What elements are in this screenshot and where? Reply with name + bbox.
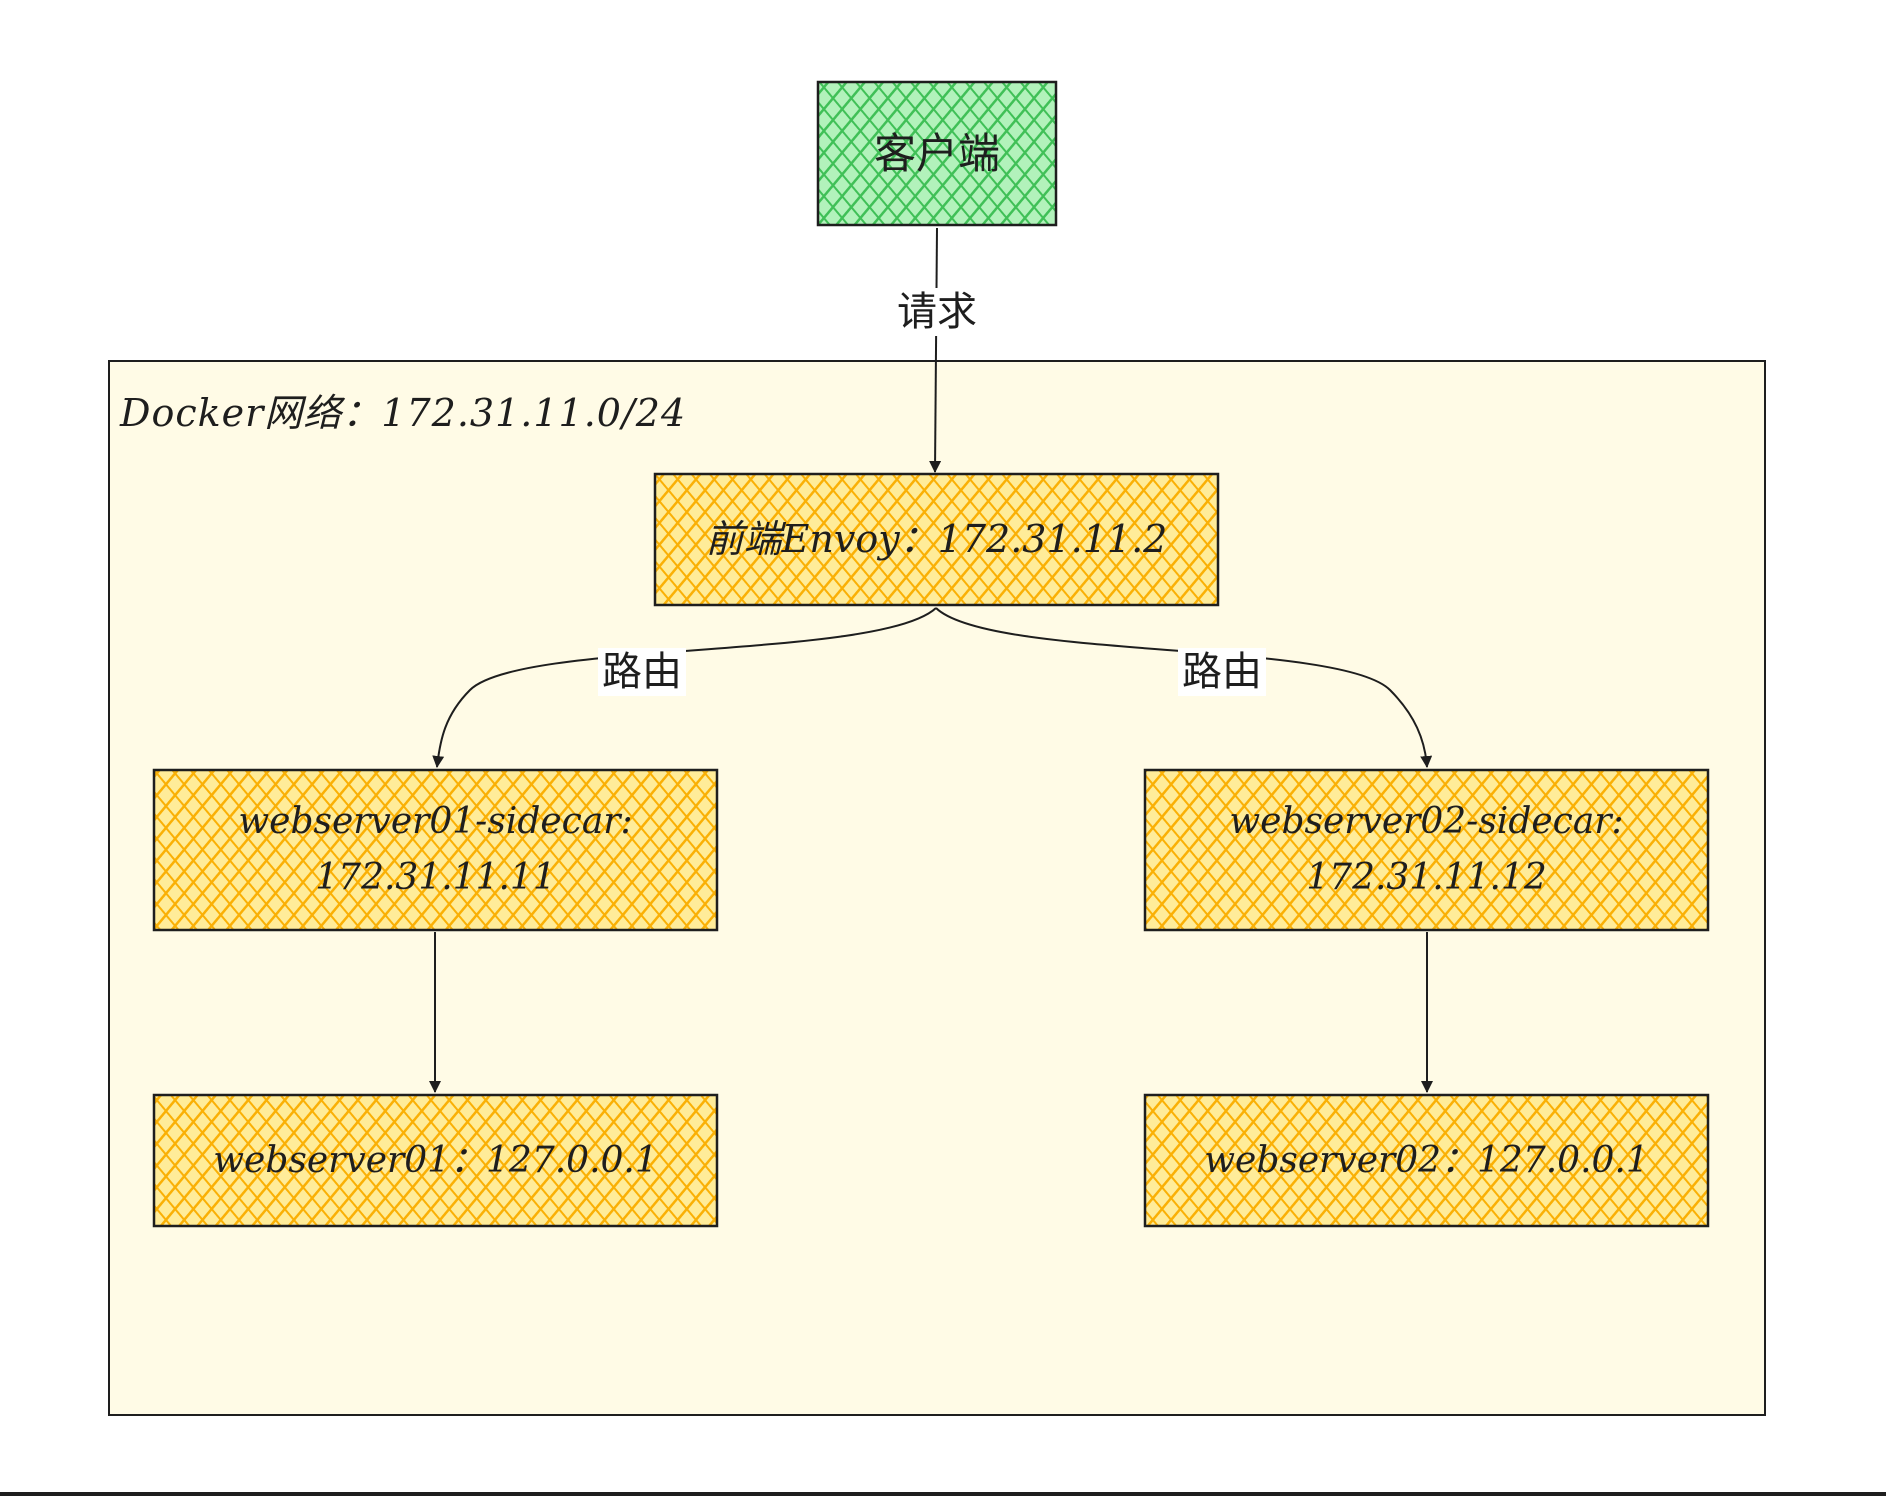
- server2-label-text: webserver02：127.0.0.1: [1204, 1139, 1649, 1181]
- envoy-node[interactable]: [653, 472, 1220, 607]
- server2-label: webserver02：127.0.0.1: [1145, 1095, 1708, 1226]
- edge-route1: [432, 607, 937, 768]
- edge-request-label: 请求: [893, 288, 981, 336]
- server1-label-text: webserver01：127.0.0.1: [213, 1139, 658, 1181]
- network-label: Docker网络：172.31.11.0/24: [120, 391, 687, 435]
- sidecar1-node[interactable]: [152, 768, 719, 932]
- sidecar1-label: webserver01-sidecar: 172.31.11.11: [154, 770, 717, 930]
- server1-label: webserver01：127.0.0.1: [154, 1095, 717, 1226]
- client-label-text: 客户端: [873, 128, 1000, 178]
- server1-node[interactable]: [152, 1093, 719, 1228]
- sidecar2-node[interactable]: [1143, 768, 1710, 932]
- edge-route2-label: 路由: [1178, 648, 1266, 696]
- client-node[interactable]: [816, 80, 1058, 227]
- client-label: 客户端: [818, 82, 1056, 225]
- edge-route2: [935, 607, 1433, 768]
- sidecar1-name: webserver01-sidecar:: [238, 801, 633, 843]
- sidecar2-label: webserver02-sidecar: 172.31.11.12: [1145, 770, 1708, 930]
- sidecar2-name: webserver02-sidecar:: [1229, 801, 1624, 843]
- envoy-label: 前端Envoy：172.31.11.2: [655, 474, 1218, 605]
- bottom-border: [0, 1492, 1886, 1496]
- envoy-label-text: 前端Envoy：172.31.11.2: [705, 517, 1168, 562]
- edge-route1-label: 路由: [598, 648, 686, 696]
- sidecar1-ip: 172.31.11.11: [315, 857, 556, 898]
- server2-node[interactable]: [1143, 1093, 1710, 1228]
- edge-request: [929, 227, 942, 473]
- sidecar2-ip: 172.31.11.12: [1306, 857, 1547, 898]
